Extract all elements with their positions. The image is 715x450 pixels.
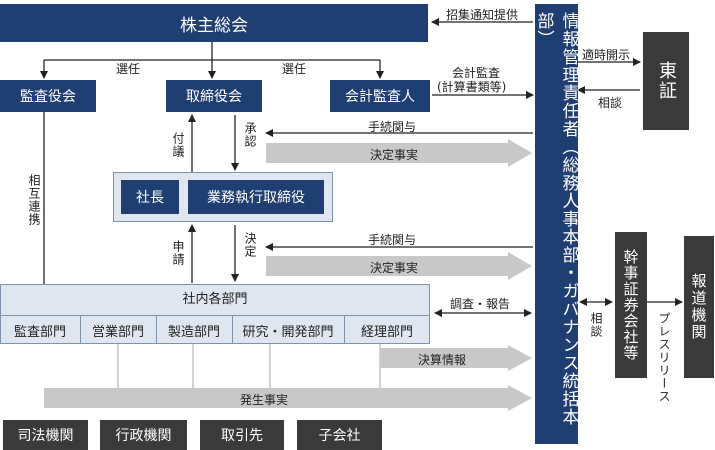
consultation-tse-label: 相談 — [598, 96, 623, 110]
info-officer-box: 情報管理責任者（総務人事本部・ガバナンス統括本部） — [534, 4, 579, 444]
dept-audit: 監査部門 — [0, 316, 81, 344]
board-of-directors-box: 取締役会 — [166, 80, 262, 112]
internal-departments-label: 社内各部門 — [182, 292, 248, 307]
departments-divider — [0, 315, 430, 316]
internal-departments-box — [0, 284, 430, 344]
executive-officers-label: 業務執行取締役 — [207, 190, 305, 206]
mutual-cooperation-label: 相互連携 — [27, 174, 41, 226]
timely-disclosure-label: 適時開示 — [582, 48, 631, 62]
decided-facts-2-label: 決定事実 — [370, 261, 419, 275]
tse-box: 東証 — [643, 32, 689, 130]
external-judicial-box: 司法機関 — [3, 420, 88, 450]
occurred-facts-arrow — [44, 385, 532, 411]
dept-manufacturing: 製造部門 — [156, 316, 233, 344]
accounting-auditor-label: 会計監査人 — [345, 89, 415, 105]
external-subsidiaries-box: 子会社 — [297, 420, 382, 450]
election-right-label: 選任 — [282, 62, 307, 76]
decided-facts-1-label: 決定事実 — [370, 148, 419, 162]
lead-securities-label: 幹事証券会社等 — [621, 249, 640, 361]
dept-sales: 営業部門 — [80, 316, 157, 344]
audit-board-label: 監査役会 — [20, 89, 76, 105]
tse-label: 東証 — [656, 61, 677, 101]
president-label: 社長 — [136, 190, 164, 206]
external-administrative-label: 行政機関 — [115, 428, 172, 444]
president-box: 社長 — [121, 180, 179, 214]
consultation-broker-label: 相談 — [589, 312, 603, 338]
external-judicial-label: 司法機関 — [17, 428, 74, 444]
accounting-auditor-box: 会計監査人 — [330, 80, 430, 112]
financial-results-arrow — [380, 345, 532, 371]
decision-label: 決定 — [243, 232, 257, 258]
financial-results-label: 決算情報 — [418, 353, 467, 367]
accounting-audit-sub-label: (計算書類等) — [437, 80, 507, 94]
investigation-report-label: 調査・報告 — [450, 297, 511, 311]
audit-board-box: 監査役会 — [0, 80, 96, 112]
procedure-involvement-1-label: 手続関与 — [368, 120, 417, 134]
election-left-label: 選任 — [116, 62, 141, 76]
external-subsidiaries-label: 子会社 — [318, 428, 361, 444]
decided-facts-arrow-2 — [266, 252, 532, 280]
media-box: 報道機関 — [684, 236, 714, 378]
decided-facts-arrow-1 — [266, 139, 532, 167]
info-officer-label: 情報管理責任者（総務人事本部・ガバナンス統括本部） — [533, 12, 579, 426]
executive-officers-box: 業務執行取締役 — [188, 180, 324, 214]
dept-rnd: 研究・開発部門 — [232, 316, 345, 344]
application-label: 申請 — [171, 240, 185, 266]
lead-securities-box: 幹事証券会社等 — [615, 232, 647, 378]
press-release-label: プレスリリース — [657, 312, 671, 403]
media-label: 報道機関 — [689, 273, 708, 341]
accounting-audit-label: 会計監査 — [452, 66, 501, 80]
external-business-partners-label: 取引先 — [221, 428, 263, 444]
referral-label: 付議 — [171, 132, 185, 158]
external-business-partners-box: 取引先 — [200, 420, 284, 450]
procedure-involvement-2-label: 手続関与 — [368, 233, 417, 247]
dept-accounting: 経理部門 — [360, 324, 413, 340]
convocation-notice-label: 招集通知提供 — [446, 8, 519, 22]
shareholders-meeting-box: 株主総会 — [0, 4, 428, 42]
shareholders-meeting-label: 株主総会 — [180, 15, 248, 36]
approval-label: 承認 — [243, 122, 257, 148]
external-administrative-box: 行政機関 — [100, 420, 187, 450]
board-of-directors-label: 取締役会 — [186, 89, 242, 105]
occurred-facts-label: 発生事実 — [240, 393, 289, 407]
